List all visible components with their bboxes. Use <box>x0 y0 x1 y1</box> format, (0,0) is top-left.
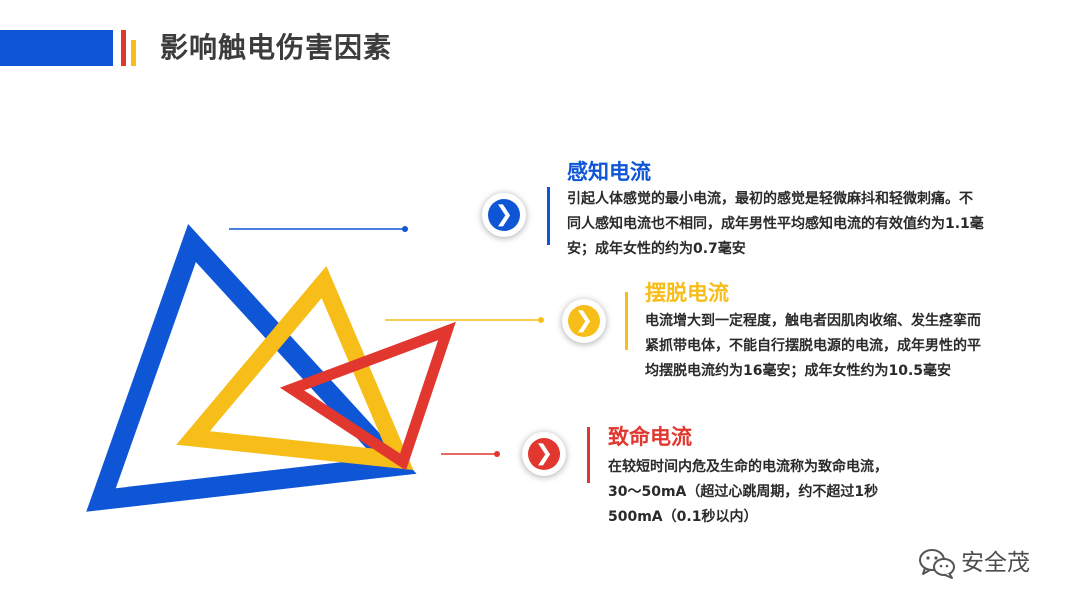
header-bar-blue <box>0 30 113 66</box>
header-bar-yellow <box>131 40 136 66</box>
page-title: 影响触电伤害因素 <box>160 31 393 64</box>
wechat-icon <box>919 549 955 579</box>
lethal-current-badge: ❯ <box>522 432 566 476</box>
let-go-current-line: 均摆脱电流约为16毫安；成年女性约为10.5毫安 <box>645 363 952 379</box>
perception-current-description: 引起人体感觉的最小电流，最初的感觉是轻微麻抖和轻微刺痛。不 同人感知电流也不相同… <box>567 187 984 262</box>
header-bar-red <box>121 30 126 66</box>
let-go-current-title: 摆脱电流 <box>645 281 729 305</box>
perception-current-badge: ❯ <box>482 193 526 237</box>
chevron-right-icon: ❯ <box>568 305 600 337</box>
connector-dot-yellow <box>538 317 544 323</box>
perception-current-line: 同人感知电流也不相同，成年男性平均感知电流的有效值约为1.1毫 <box>567 216 984 232</box>
let-go-current-line: 电流增大到一定程度，触电者因肌肉收缩、发生痉挛而 <box>645 313 981 329</box>
let-go-current-line: 紧抓带电体，不能自行摆脱电源的电流，成年男性的平 <box>645 338 981 354</box>
chevron-right-icon: ❯ <box>488 199 520 231</box>
perception-current-accent-bar <box>547 187 550 245</box>
yellow-triangle <box>176 265 414 470</box>
let-go-current-accent-bar <box>625 292 628 350</box>
perception-current-line: 安；成年女性的约为0.7毫安 <box>567 241 746 257</box>
lethal-current-line: 500mA（0.1秒以内） <box>608 509 758 525</box>
lethal-current-accent-bar <box>587 427 590 483</box>
red-triangle <box>279 321 456 471</box>
lethal-current-title: 致命电流 <box>608 425 692 449</box>
connector-dot-red <box>494 451 500 457</box>
connector-dot-blue <box>402 226 408 232</box>
perception-current-title: 感知电流 <box>567 160 651 184</box>
blue-triangle <box>86 223 417 512</box>
lethal-current-description: 在较短时间内危及生命的电流称为致命电流， 30～50mA（超过心跳周期，约不超过… <box>608 455 888 530</box>
lethal-current-line: 在较短时间内危及生命的电流称为致命电流， <box>608 459 888 475</box>
chevron-right-icon: ❯ <box>528 438 560 470</box>
watermark-text: 安全茂 <box>961 550 1030 576</box>
watermark: 安全茂 <box>917 546 1030 580</box>
let-go-current-description: 电流增大到一定程度，触电者因肌肉收缩、发生痉挛而 紧抓带电体，不能自行摆脱电源的… <box>645 309 981 384</box>
let-go-current-badge: ❯ <box>562 299 606 343</box>
perception-current-line: 引起人体感觉的最小电流，最初的感觉是轻微麻抖和轻微刺痛。不 <box>567 191 973 207</box>
lethal-current-line: 30～50mA（超过心跳周期，约不超过1秒 <box>608 484 879 500</box>
